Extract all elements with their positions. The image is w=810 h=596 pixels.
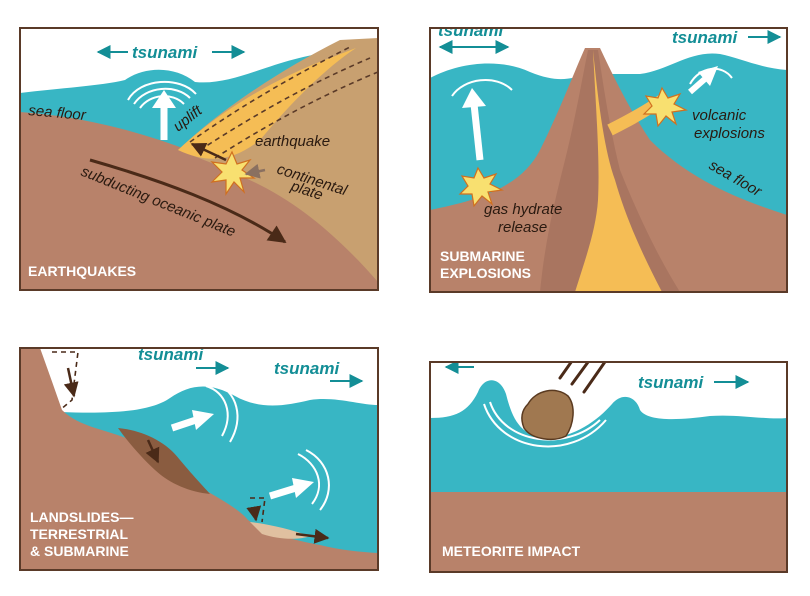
meteorite-icon: [521, 389, 574, 441]
tsunami-label-left: tsunami: [438, 21, 504, 40]
landslide-mass-lower: [250, 522, 310, 539]
panel-caption-line2: EXPLOSIONS: [440, 265, 531, 281]
sea-floor-label: sea floor: [28, 102, 88, 124]
seafloor: [430, 492, 787, 572]
panel-caption-line2: TERRESTRIAL: [30, 526, 128, 542]
panel-caption-line3: & SUBMARINE: [30, 543, 129, 559]
tsunami-label-right: tsunami: [672, 28, 738, 47]
subduction-arrow: [89, 158, 287, 244]
earthquake-label: earthquake: [255, 133, 330, 150]
tsunami-label-right: tsunami: [274, 359, 340, 378]
tsunami-label-right: tsunami: [638, 373, 704, 392]
tsunami-label: tsunami: [132, 43, 198, 62]
tsunami-label-left: tsunami: [138, 345, 204, 364]
water-area: [430, 380, 787, 492]
explosions-label: explosions: [694, 125, 765, 142]
oceanic-plate: [20, 112, 378, 290]
panel-caption-line1: LANDSLIDES—: [30, 509, 133, 525]
volcanic-label: volcanic: [692, 107, 747, 124]
coastal-slope: [20, 348, 378, 570]
gas-hydrate-label: gas hydrate: [484, 201, 562, 218]
earthquake-burst-icon: [210, 150, 256, 196]
panel-landslides: tsunami tsunami LANDSLIDES— TERRESTRIAL …: [20, 345, 378, 570]
magma-conduit: [575, 50, 662, 292]
volcanic-explosion-icon: [642, 86, 688, 128]
release-label: release: [498, 219, 547, 236]
panel-submarine-explosions: tsunami tsunami volcanic explosions sea …: [430, 21, 787, 292]
stressed-zone: [178, 48, 356, 159]
panel-caption: METEORITE IMPACT: [442, 543, 581, 559]
landslide-mass-upper: [118, 428, 210, 494]
panel-earthquakes: tsunami sea floor uplift earthquake cont…: [20, 28, 378, 290]
gas-release-icon: [458, 166, 504, 208]
panel-caption-line1: SUBMARINE: [440, 248, 525, 264]
continental-plate: [178, 38, 378, 282]
panel-caption: EARTHQUAKES: [28, 263, 136, 279]
panel-meteorite-impact: tsunami tsunami METEORITE IMPACT: [430, 343, 787, 572]
tsunami-label-left: tsunami: [484, 343, 550, 362]
